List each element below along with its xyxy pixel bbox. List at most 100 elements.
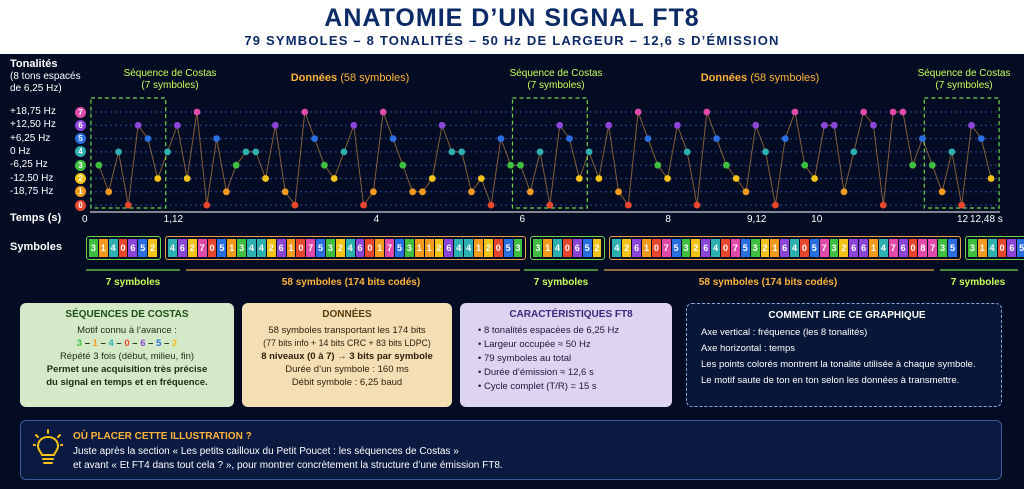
symbol-point <box>487 201 495 209</box>
symbol-cell: 2 <box>592 239 602 257</box>
card-data-l2: (77 bits info + 14 bits CRC + 83 bits LD… <box>263 338 431 348</box>
symbol-point <box>379 108 387 116</box>
symbol-cell: 4 <box>168 239 177 257</box>
motif-sep: – <box>113 338 125 349</box>
motif-digit: 2 <box>171 338 178 349</box>
symbol-point <box>899 108 907 116</box>
symbol-cell: 1 <box>424 239 434 257</box>
motif-digit: 5 <box>156 338 162 349</box>
symbol-cell: 5 <box>316 239 325 257</box>
symbol-point <box>438 121 446 129</box>
symbol-point <box>987 175 995 182</box>
symbol-cell: 2 <box>187 239 197 257</box>
motif-sep: – <box>161 338 172 349</box>
symbol-point <box>536 148 544 156</box>
title-bar: ANATOMIE D’UN SIGNAL FT8 79 SYMBOLES – 8… <box>0 0 1024 54</box>
tonalites-line2: de 6,25 Hz) <box>10 83 62 94</box>
tonalites-header: Tonalités (8 tons espacés de 6,25 Hz) <box>10 58 81 95</box>
time-tick-label: 1,12 <box>163 214 184 225</box>
symbol-point <box>722 161 730 169</box>
symbol-cell: 1 <box>977 239 987 257</box>
symbol-point <box>409 188 417 196</box>
costas-label-1-count: (7 symboles) <box>141 80 199 91</box>
symbol-cell: 3 <box>681 239 691 257</box>
symbol-point <box>634 108 642 116</box>
card-read-title: COMMENT LIRE CE GRAPHIQUE <box>768 310 926 321</box>
data-label-1: Données (58 symboles) <box>280 72 420 84</box>
data-label-2-count: (58 symboles) <box>750 72 820 84</box>
signal-trace <box>98 110 992 207</box>
symbol-cell: 0 <box>997 239 1007 257</box>
symbol-point <box>213 135 220 143</box>
symbol-cell: 1 <box>414 239 424 257</box>
symbol-cell: 5 <box>740 239 750 257</box>
data-label-1-title: Données <box>290 72 338 84</box>
symbol-cell: 4 <box>790 239 799 257</box>
symbol-cell: 3 <box>967 239 977 257</box>
symbol-cell: 1 <box>869 239 878 257</box>
symbol-point <box>281 188 289 196</box>
symbol-point <box>321 161 328 169</box>
symbol-point <box>693 201 701 209</box>
symbol-cell: 4 <box>612 239 622 257</box>
card-read-item-3: Le motif saute de ton en ton selon les d… <box>701 375 960 386</box>
symbol-cell: 5 <box>1017 239 1024 257</box>
costas-region-1 <box>90 97 167 209</box>
tip-line2: et avant « Et FT4 dans tout cela ? », po… <box>73 460 503 471</box>
symbol-point <box>252 148 260 156</box>
costas-label-3-title: Séquence de Costas <box>917 68 1011 79</box>
tone-label-2: -12,50 Hz <box>10 172 54 184</box>
card-costas-l2: Répété 3 fois (début, milieu, fin) <box>59 351 195 362</box>
tip-line1: Juste après la section « Les petits cail… <box>73 446 459 457</box>
symbol-cell: 6 <box>701 239 711 257</box>
card-data-l1: 58 symboles transportant les 174 bits <box>268 325 426 336</box>
symbol-cell: 1 <box>286 239 296 257</box>
symbol-point <box>350 121 358 129</box>
symbol-cell: 6 <box>444 239 454 257</box>
symbol-point <box>860 108 868 116</box>
symbol-point <box>291 201 299 209</box>
symbol-cell: 3 <box>326 239 335 257</box>
symbol-point <box>105 188 113 196</box>
symbol-point <box>360 201 368 209</box>
symbol-point <box>683 148 691 156</box>
symbol-point <box>330 175 338 182</box>
symbol-cell: 5 <box>503 239 513 257</box>
symbol-point <box>340 148 348 156</box>
symbol-cell: 2 <box>760 239 770 257</box>
motif-sep: – <box>97 338 109 349</box>
symbol-cell: 4 <box>454 239 464 257</box>
card-data-title: DONNÉES <box>322 309 372 320</box>
symbol-cell: 7 <box>197 239 207 257</box>
symbol-point <box>566 135 573 143</box>
symbol-point <box>164 148 171 156</box>
tone-label-5: +6,25 Hz <box>10 132 51 144</box>
costas-label-3-count: (7 symboles) <box>935 80 993 91</box>
tone-badge-0: 0 <box>75 199 86 211</box>
symbol-cell: 4 <box>711 239 721 257</box>
symbol-point <box>242 148 250 156</box>
symbol-cell: 6 <box>355 239 365 257</box>
symbol-cell: 5 <box>395 239 404 257</box>
symbol-point <box>811 175 819 182</box>
symbol-point <box>115 148 122 156</box>
symbol-cell: 6 <box>128 239 138 257</box>
symbol-point <box>428 175 436 182</box>
symbol-point <box>222 188 230 196</box>
symbol-point <box>821 121 828 129</box>
ft8-plot <box>86 97 1018 271</box>
symbol-point <box>271 121 279 129</box>
tone-label-6: +12,50 Hz <box>10 119 56 131</box>
symbol-cell: 6 <box>1007 239 1017 257</box>
card-costas-title: SÉQUENCES DE COSTAS <box>65 309 189 320</box>
tone-badge-1: 1 <box>75 186 86 198</box>
symbol-cell: 7 <box>306 239 316 257</box>
symbol-cell: 1 <box>543 239 553 257</box>
symbol-point <box>713 135 720 143</box>
costas-motif: 3 – 1 – 4 – 0 – 6 – 5 – 2 <box>28 337 226 350</box>
symbol-point <box>477 175 485 182</box>
symbol-cell: 2 <box>839 239 849 257</box>
count-costas-3: 7 symboles <box>950 277 1006 288</box>
tone-badge-5: 5 <box>75 133 86 145</box>
symbol-point <box>879 201 887 209</box>
